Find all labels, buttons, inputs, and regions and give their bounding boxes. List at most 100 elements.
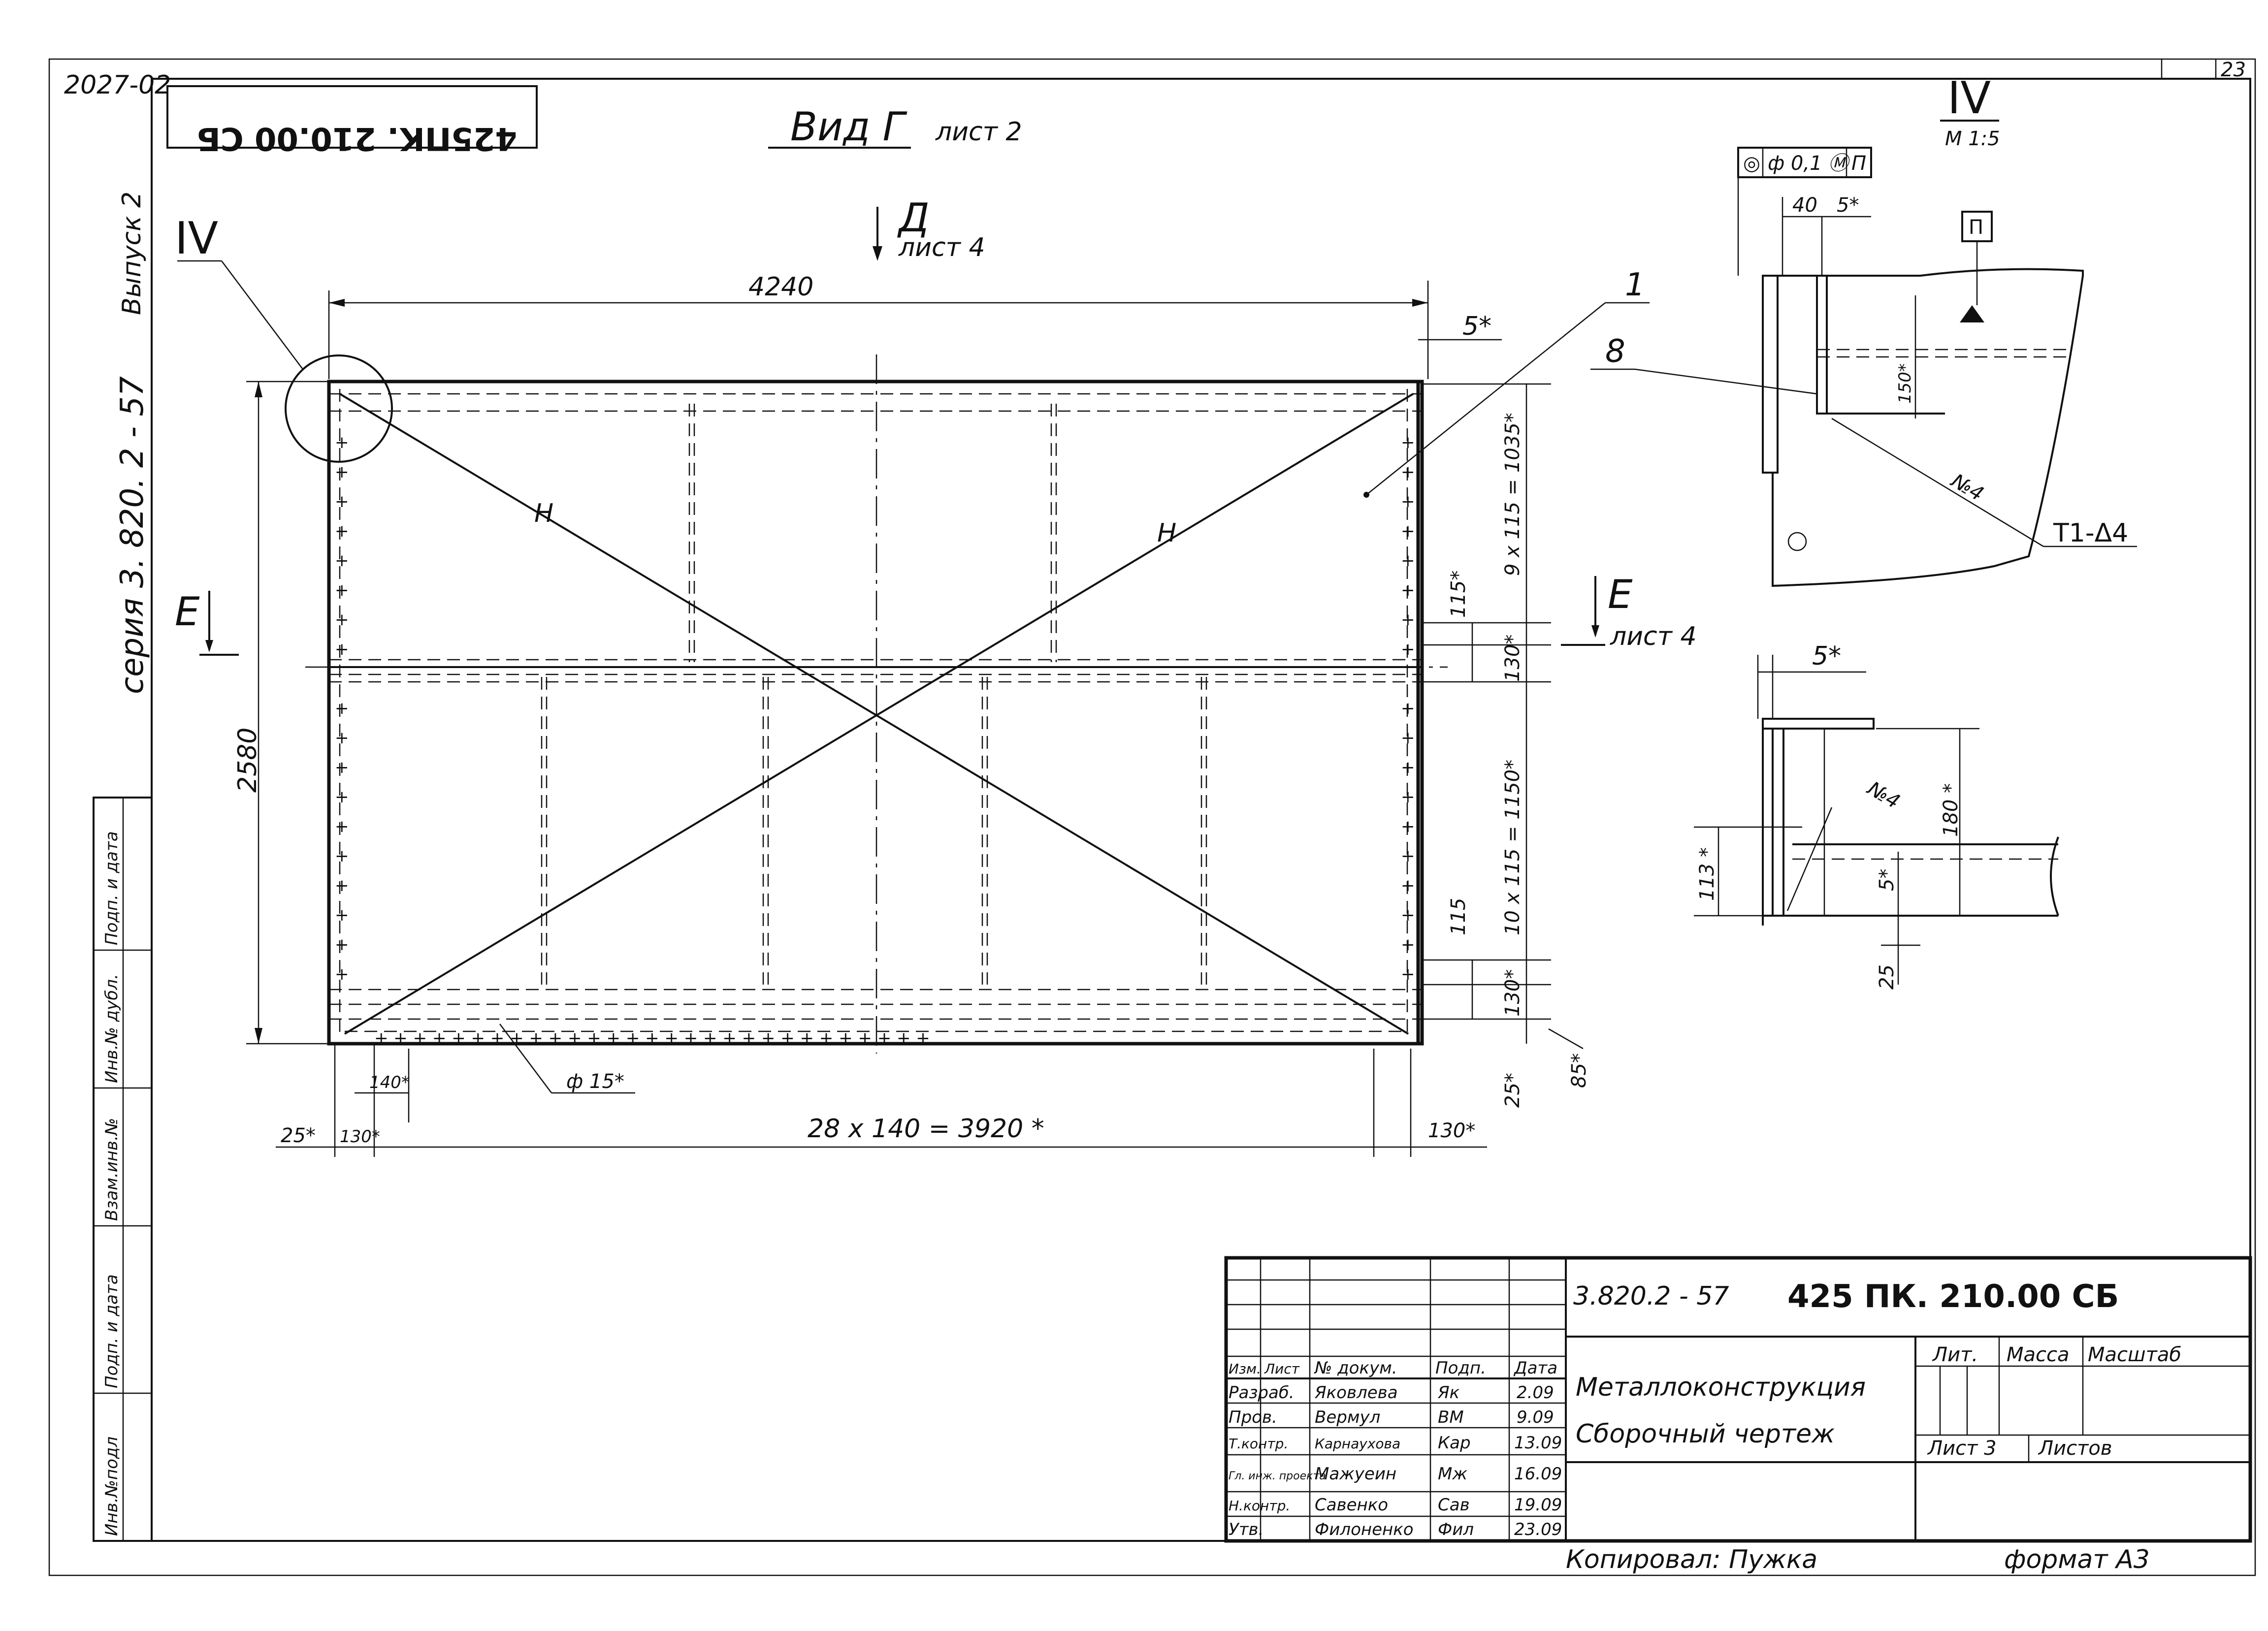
detail-E-dim-5: 5*	[1812, 641, 1841, 671]
svg-text:+: +	[335, 935, 349, 955]
svg-text:+: +	[1401, 758, 1415, 777]
detail-IV-dim-150: 150*	[1895, 363, 1915, 404]
svg-text:+: +	[1401, 787, 1415, 807]
side-table-podp-1: Подп. и дата	[102, 1274, 122, 1388]
left-strip-seriya: серия 3. 820. 2 - 57	[114, 376, 151, 694]
bottom-dims: 25* 130* 140* ф 15* 28 x 140 = 3920 * 13…	[276, 1023, 1487, 1157]
svg-text:+: +	[335, 580, 349, 600]
dim-right-25: 25*	[1501, 1073, 1524, 1108]
svg-text:+: +	[1401, 580, 1415, 600]
view-E-sheet: лист 4	[1610, 622, 1697, 651]
tol-base: П	[1851, 152, 1866, 175]
svg-text:+: +	[335, 521, 349, 541]
tb-listov: Листов	[2038, 1437, 2112, 1460]
svg-text:+: +	[335, 964, 349, 984]
corner-code: 2027-02	[64, 70, 171, 100]
detail-IV-weld-code: Т1-Δ4	[2053, 518, 2128, 548]
tb-name-1: Металлоконструкция	[1576, 1373, 1866, 1402]
tb-hdr-list: Лист	[1264, 1361, 1300, 1377]
dim-five-top: 5*	[1462, 312, 1491, 341]
svg-text:+: +	[335, 640, 349, 659]
dim-width-top: 4240	[748, 272, 813, 302]
top-stamp-text: 425ПК. 210.00 СБ	[196, 120, 517, 157]
svg-text:+: +	[335, 905, 349, 925]
dim-right-130a: 130*	[1501, 635, 1524, 682]
detail-IV-dim-40: 40	[1792, 194, 1817, 217]
tb-row2-date: 13.09	[1514, 1433, 1562, 1453]
view-D-label: Д	[897, 195, 930, 241]
tb-row3-date: 16.09	[1514, 1464, 1562, 1484]
detail-E-dim-180: 180 *	[1940, 783, 1962, 837]
left-strip-vypusk: Выпуск 2	[117, 192, 147, 315]
dim-right-115b: 115	[1447, 898, 1470, 935]
dim-right-85: 85*	[1568, 1053, 1590, 1088]
tb-hdr-izm: Изм.	[1229, 1361, 1261, 1377]
tb-row1-date: 9.09	[1517, 1407, 1554, 1427]
svg-text:+: +	[1401, 846, 1415, 866]
corner-sheet-no: 23	[2221, 59, 2246, 81]
dim-height-left: 2580	[233, 728, 262, 793]
detail-IV-pos-8: 8	[1605, 333, 1625, 370]
view-D-sheet: лист 4	[898, 233, 985, 262]
view-title-sheet: лист 2	[935, 117, 1022, 147]
outer-border	[48, 58, 2256, 1576]
detail-IV: IV М 1:5 ◎ ф 0,1 Ⓜ П 40 5* П 8	[1590, 72, 2137, 587]
side-table: Инв.№подл Подп. и дата Взам.инв.№ Инв.№ …	[93, 797, 153, 1542]
tb-hdr-doc: № докум.	[1314, 1358, 1397, 1378]
tb-lit: Лит.	[1932, 1343, 1978, 1366]
detail-E: 5* №4 180 * 113 * 5* 25	[1694, 641, 2059, 990]
svg-text:+: +	[335, 610, 349, 630]
svg-text:+: +	[1401, 905, 1415, 925]
tb-row1-name: Вермул	[1315, 1407, 1380, 1427]
dim-bottom-130r: 130*	[1428, 1119, 1475, 1142]
brace-label-left: Н	[534, 499, 553, 528]
tb-row3-name: Мажуеин	[1315, 1464, 1396, 1484]
svg-text:+: +	[335, 787, 349, 807]
tol-value: ф 0,1 Ⓜ	[1768, 152, 1851, 175]
side-table-inv-dubl: Инв.№ дубл.	[102, 974, 122, 1083]
tb-row5-sign: Фил	[1438, 1520, 1474, 1539]
callout-IV-circle	[285, 354, 393, 463]
svg-text:+: +	[1401, 817, 1415, 836]
paper-format: формат А3	[2004, 1545, 2150, 1574]
brace-label-right: Н	[1157, 518, 1176, 548]
detail-IV-title: IV	[1947, 72, 1991, 124]
svg-text:+: +	[335, 492, 349, 512]
tb-row5-name: Филоненко	[1315, 1520, 1414, 1539]
tb-row2-name: Карнаухова	[1315, 1436, 1400, 1452]
tb-list: Лист 3	[1927, 1437, 1997, 1460]
side-table-vzam: Взам.инв.№	[102, 1118, 122, 1221]
right-dims: 9 x 115 = 1035* 115* 130* 10 x 115 = 115…	[1423, 383, 1590, 1108]
tb-row4-date: 19.09	[1514, 1495, 1562, 1515]
bolt-holes-right: ++ ++ ++ ++ ++ ++ ++ ++ ++	[1401, 433, 1415, 984]
svg-text:+: +	[335, 551, 349, 571]
dim-bottom-140: 140*	[369, 1073, 410, 1092]
tb-row0-sign: Як	[1437, 1383, 1460, 1403]
dim-right-130b: 130*	[1501, 969, 1524, 1017]
view-E-right: Е	[1608, 572, 1633, 617]
bolt-holes-left: ++ ++ ++ ++ ++ ++ ++ ++ ++	[335, 433, 349, 984]
tb-row2-sign: Кар	[1438, 1433, 1471, 1453]
svg-text:+: +	[1401, 964, 1415, 984]
tb-row4-name: Савенко	[1315, 1495, 1388, 1515]
svg-text:+: +	[1401, 876, 1415, 895]
dim-bottom-130l: 130*	[340, 1127, 380, 1147]
svg-text:+: +	[1401, 699, 1415, 718]
dim-bottom-25: 25*	[281, 1124, 316, 1147]
tb-row0-name: Яковлева	[1314, 1383, 1398, 1403]
svg-text:+: +	[335, 758, 349, 777]
dim-right-upper: 9 x 115 = 1035*	[1501, 413, 1524, 576]
top-stamp-box	[166, 85, 538, 149]
title-block: 3.820.2 - 57 425 ПК. 210.00 СБ Металлоко…	[1224, 1256, 2252, 1543]
tb-masshtab: Масштаб	[2088, 1343, 2181, 1366]
tb-series: 3.820.2 - 57	[1573, 1281, 1729, 1311]
copied-by: Копировал: Пужка	[1566, 1545, 1817, 1574]
callout-IV-label: IV	[175, 213, 218, 264]
detail-E-weld-4: №4	[1863, 777, 1904, 813]
detail-IV-dim-5: 5*	[1837, 194, 1859, 217]
inner-frame	[151, 78, 2251, 1542]
svg-text:+ + + + + + + + + + + + + + +: + + + + + + + + + + + + + + + + + + + + …	[374, 1028, 930, 1048]
tb-row0-role: Разраб.	[1229, 1383, 1295, 1403]
